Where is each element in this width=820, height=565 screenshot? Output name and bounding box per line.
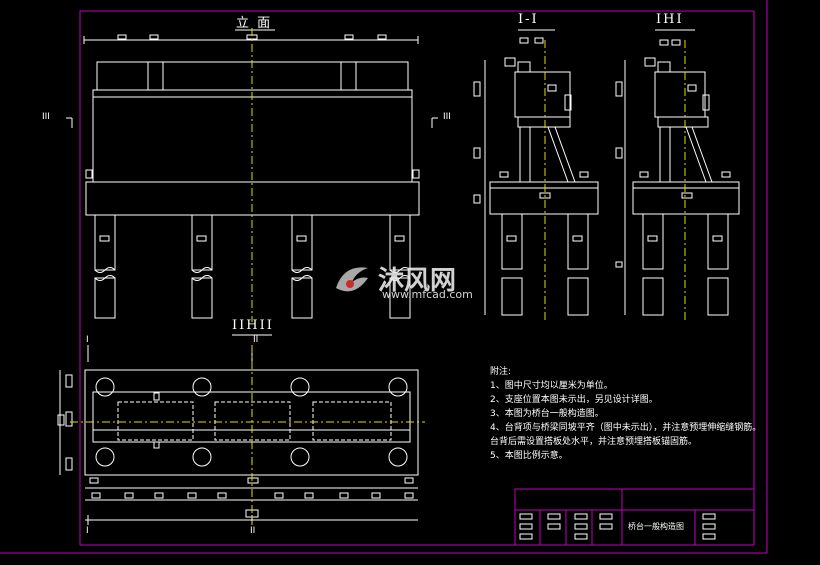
title-block-cells <box>519 513 716 540</box>
note-item: 1、图中尺寸均以厘米为单位。 <box>490 381 613 391</box>
front-view-title: 立 面 <box>236 16 273 31</box>
note-item: 2、支座位置本图未示出，另见设计详图。 <box>490 395 658 405</box>
plan-top-mid-cut-mark: II <box>253 335 259 345</box>
notes-heading: 附注: <box>490 367 512 377</box>
watermark-logo-icon <box>336 267 368 292</box>
plan-bottom-left-cut-mark: I <box>86 526 89 536</box>
note-item: 3、本图为桥台一般构造图。 <box>490 409 604 419</box>
section-3-3 <box>615 29 740 316</box>
notes-block: 附注: 1、图中尺寸均以厘米为单位。 2、支座位置本图未示出，另见设计详图。 3… <box>490 365 761 463</box>
section-1-1 <box>473 29 599 316</box>
drawing-name: 桥台一般构造图 <box>628 522 684 531</box>
plan-title: IIHII <box>232 318 274 333</box>
section1-title: I-I <box>518 12 539 27</box>
front-right-cut-mark: III <box>443 112 451 122</box>
watermark-url: www.mfcad.com <box>382 288 473 301</box>
note-item: 5、本图比例示意。 <box>490 451 568 461</box>
front-left-cut-mark: III <box>42 112 50 122</box>
note-item: 4、台背项与桥梁同坡平齐（图中未示出），并注意预埋伸缩缝钢筋。 <box>490 423 762 433</box>
note-item: 台背后需设置搭板处水平，并注意预埋搭板锚固筋。 <box>490 437 698 447</box>
plan-view <box>57 334 419 525</box>
plan-bottom-mid-cut-mark: II <box>250 526 256 536</box>
plan-top-left-cut-mark: I <box>86 335 89 345</box>
watermark-brand: 沐风网 <box>378 266 457 296</box>
title-block <box>514 488 755 546</box>
section2-title: IHI <box>656 12 684 27</box>
drawing-frame <box>0 0 768 554</box>
